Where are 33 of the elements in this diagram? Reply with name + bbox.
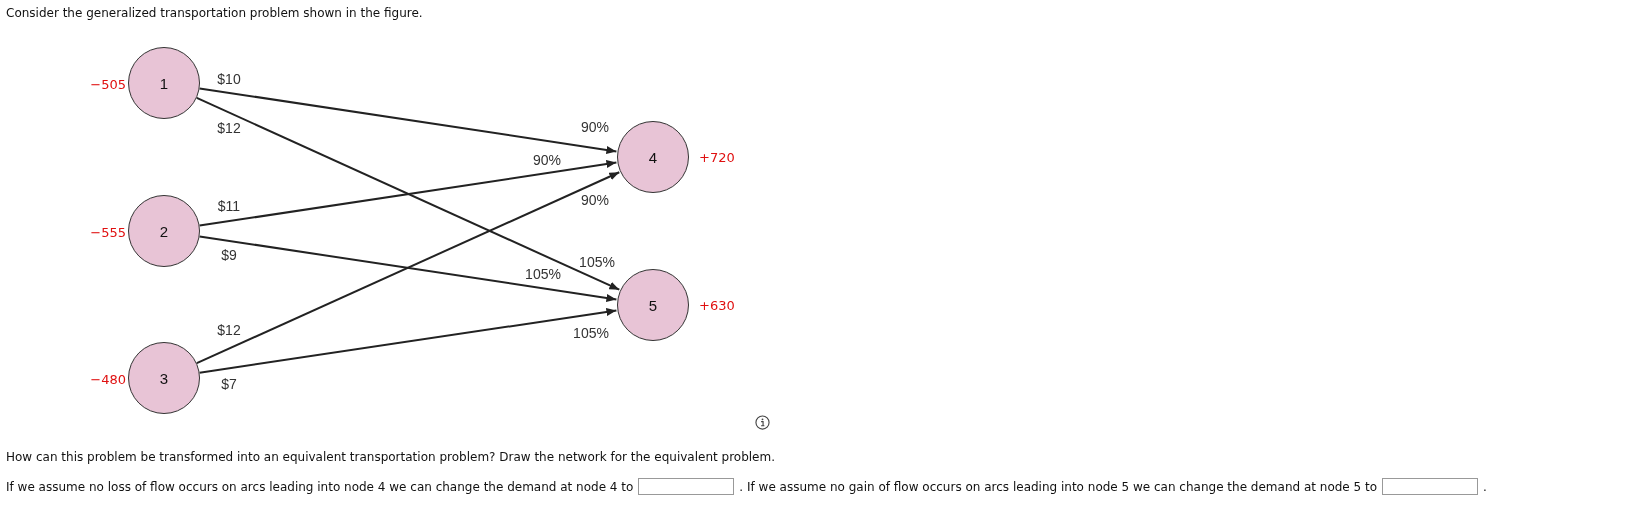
arrow — [198, 308, 618, 374]
node-number: 2 — [159, 222, 169, 240]
supply-value: −555 — [90, 224, 126, 240]
multiplier-label: 105% — [579, 254, 615, 270]
node-number: 1 — [159, 74, 169, 92]
cost-label: $9 — [221, 247, 237, 263]
multiplier-label: 90% — [581, 192, 609, 208]
node-number: 3 — [159, 369, 169, 387]
arrow — [198, 87, 618, 154]
cost-label: $12 — [217, 120, 241, 136]
arrow — [195, 171, 621, 365]
demand-value: +630 — [699, 297, 735, 313]
node-number: 5 — [648, 296, 658, 314]
supply-value: −505 — [90, 76, 126, 92]
node-number: 4 — [648, 148, 658, 166]
question-text: How can this problem be transformed into an equivalent transportation problem? Draw the network for the equivalent problem. — [6, 450, 775, 464]
multiplier-label: 90% — [533, 152, 561, 168]
arrow — [198, 235, 618, 302]
cost-label: $11 — [217, 198, 241, 214]
cost-label: $12 — [217, 322, 241, 338]
prompt-text: If we assume no loss of flow occurs on arcs leading into node 4 we can change the demand at node 4 to — [6, 479, 634, 494]
supply-value: −480 — [90, 371, 126, 387]
cost-label: $7 — [221, 376, 237, 392]
cost-label: $10 — [217, 71, 241, 87]
instruction-text: Consider the generalized transportation problem shown in the figure. — [6, 6, 423, 20]
demand-value: +720 — [699, 149, 735, 165]
arrow — [195, 96, 621, 291]
multiplier-label: 90% — [581, 119, 609, 135]
punctuation-text: . — [1483, 479, 1487, 494]
multiplier-label: 105% — [525, 266, 561, 282]
arrow — [198, 160, 618, 227]
prompt-text: . If we assume no gain of flow occurs on arcs leading into node 5 we can change the demand at node 5 to — [739, 479, 1378, 494]
multiplier-label: 105% — [573, 325, 609, 341]
